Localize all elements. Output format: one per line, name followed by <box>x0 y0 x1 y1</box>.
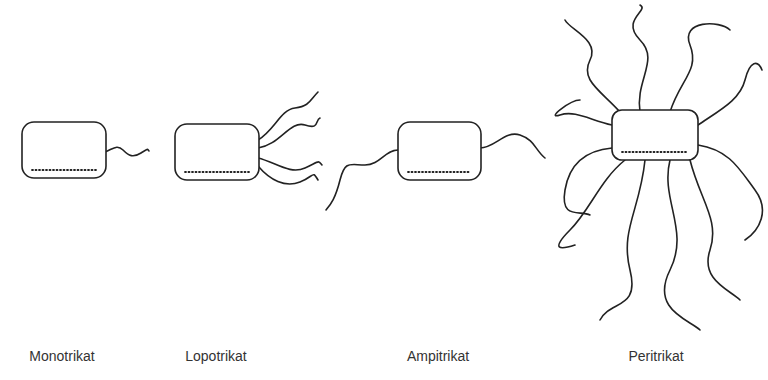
flagellum <box>698 145 762 240</box>
cell-body <box>175 124 259 180</box>
flagellum <box>326 150 398 210</box>
flagellum <box>555 100 612 125</box>
peritrichous-cell <box>555 5 762 330</box>
flagellum <box>480 134 545 158</box>
flagellum <box>633 5 648 112</box>
cell-body <box>612 110 698 160</box>
lophotrichous-cell <box>175 92 322 184</box>
flagellum <box>258 92 318 140</box>
cell-stipple <box>408 171 471 173</box>
flagellum <box>559 160 625 248</box>
flagellum <box>600 160 645 320</box>
amphitrichous-cell <box>326 122 545 210</box>
flagellum <box>258 166 318 184</box>
flagellum <box>105 147 149 156</box>
cell-stipple <box>185 171 249 173</box>
type-label: Peritrikat <box>628 348 683 365</box>
type-label: Monotrikat <box>29 348 94 365</box>
flagellum <box>564 148 612 215</box>
type-label: Ampitrikat <box>407 348 469 365</box>
flagellum <box>670 24 730 112</box>
cell-body <box>398 122 481 180</box>
monotrichous-cell <box>22 122 149 178</box>
flagellum <box>690 160 740 300</box>
type-label: Lopotrikat <box>185 348 246 365</box>
cell-stipple <box>622 151 688 153</box>
flagellum <box>258 158 322 170</box>
flagellum <box>664 160 700 330</box>
cell-body <box>22 122 106 178</box>
cell-stipple <box>32 169 96 171</box>
flagellum <box>565 20 620 112</box>
flagellum <box>698 63 762 125</box>
flagellum <box>258 118 320 148</box>
